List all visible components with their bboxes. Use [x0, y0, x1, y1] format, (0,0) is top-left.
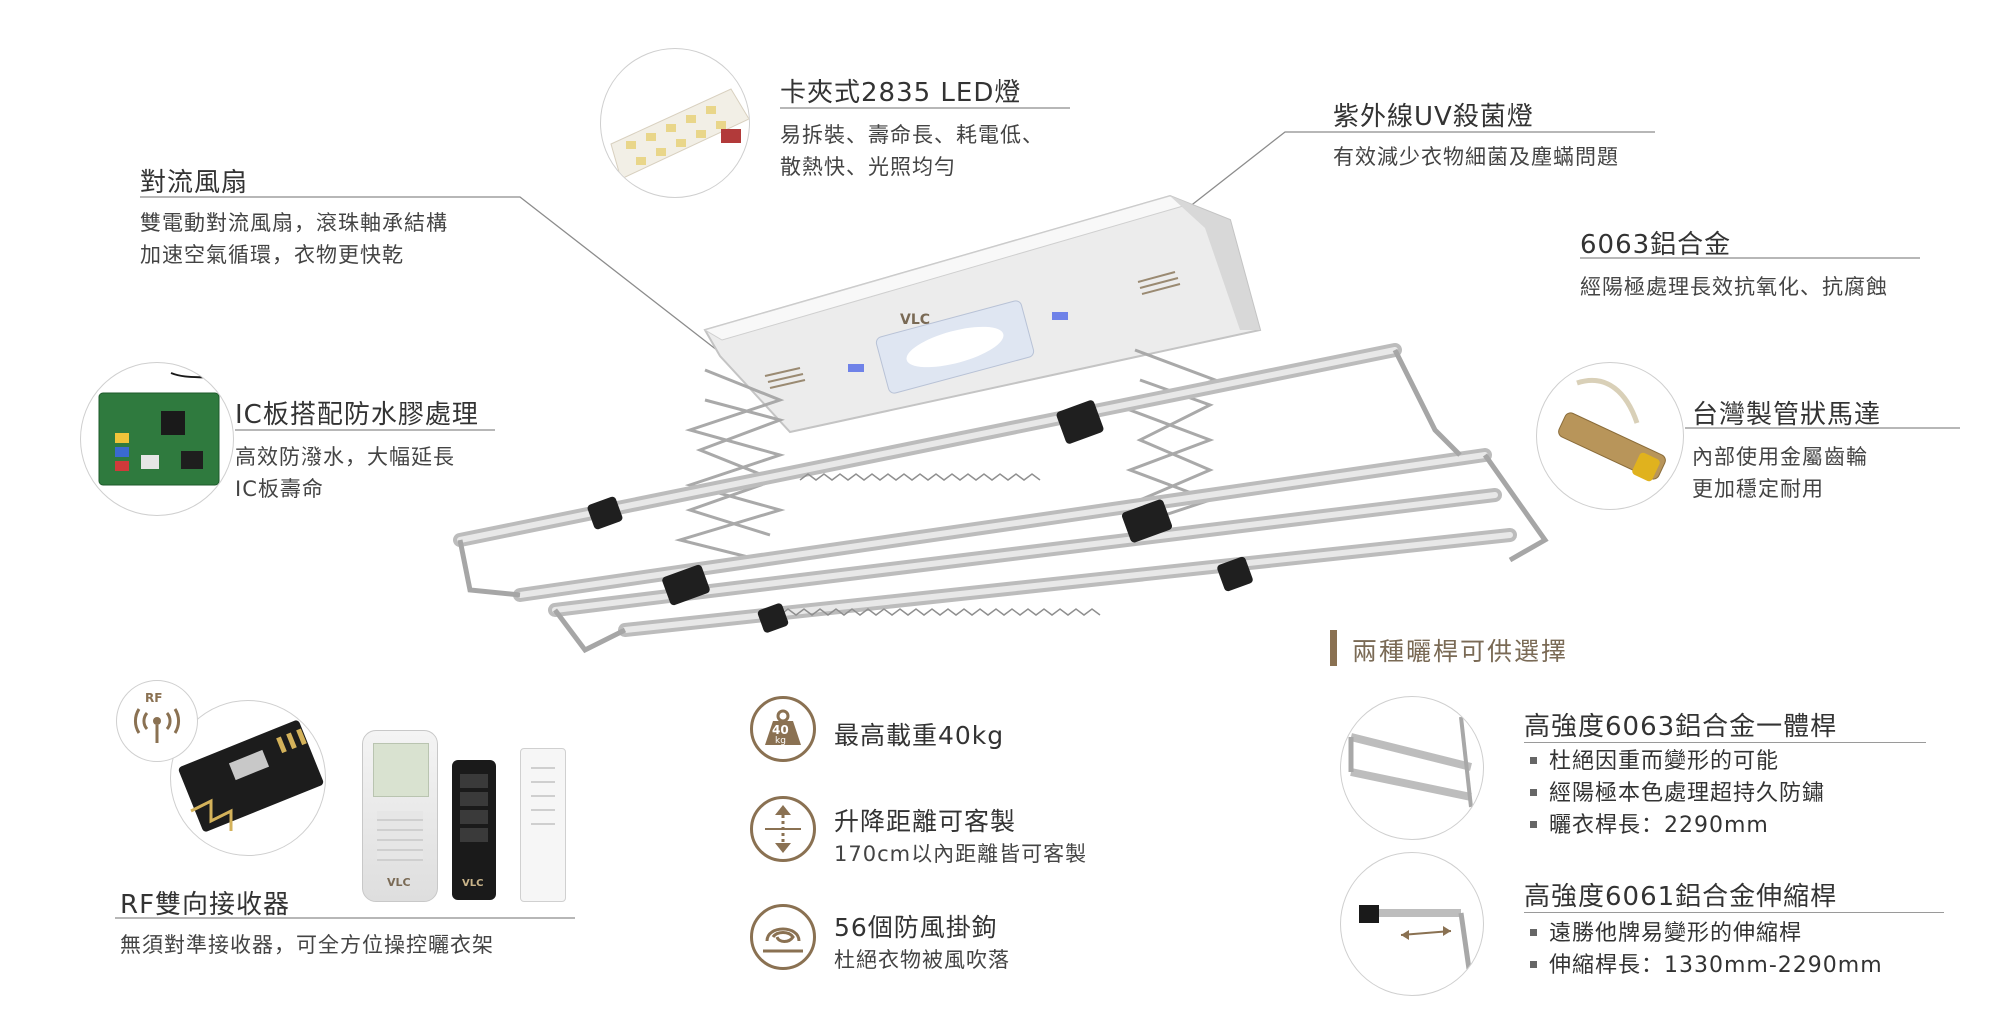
- ic-board-circle: [80, 362, 234, 516]
- rf-badge: RF: [116, 680, 198, 762]
- unit-brand-text: VLC: [900, 312, 930, 328]
- feature-hook-title: 56個防風掛鉤: [834, 913, 998, 942]
- weight-icon: 40 kg: [750, 696, 816, 762]
- rod-section-heading: 兩種曬桿可供選擇: [1352, 637, 1569, 666]
- rod-option1-bullets: 杜絕因重而變形的可能 經陽極本色處理超持久防鏽 曬衣桿長：2290mm: [1530, 746, 1825, 842]
- led-title: 卡夾式2835 LED燈: [780, 78, 1022, 108]
- wireless-signal-icon: [134, 708, 180, 743]
- rod-option1-title: 高強度6063鋁合金一體桿: [1524, 712, 1838, 742]
- weight-icon-value: 40: [772, 723, 789, 737]
- rod-frame-ends: [457, 348, 1549, 654]
- alloy-desc: 經陽極處理長效抗氧化、抗腐蝕: [1580, 275, 1888, 299]
- fan-leader-line: [140, 196, 741, 369]
- remote-control-black: VLC: [452, 760, 496, 900]
- rod-option1-bullet: 經陽極本色處理超持久防鏽: [1530, 778, 1825, 810]
- rod-option2-bullets: 遠勝他牌易變形的伸縮桿 伸縮桿長：1330mm-2290mm: [1530, 918, 1883, 982]
- rod-option2-circle: [1340, 852, 1484, 996]
- led-board-image: [610, 88, 749, 180]
- rod-option1-rule: [1524, 742, 1926, 743]
- rf-badge-label: RF: [145, 691, 163, 705]
- fan-desc-line2: 加速空氣循環，衣物更快乾: [140, 243, 404, 267]
- feature-lift-desc: 170cm以內距離皆可客製: [834, 842, 1088, 866]
- rod-option1-circle: [1340, 696, 1484, 840]
- rf-desc: 無須對準接收器，可全方位操控曬衣架: [120, 933, 494, 957]
- rod-option2-bullet: 伸縮桿長：1330mm-2290mm: [1530, 950, 1883, 982]
- weight-icon-unit: kg: [775, 736, 786, 746]
- remote-control-slim: [520, 748, 566, 902]
- drying-rods: [453, 343, 1517, 637]
- feature-lift-title: 升降距離可客製: [834, 807, 1017, 836]
- ic-desc-line2: IC板壽命: [235, 477, 324, 501]
- remote-slim-buttons: [531, 767, 555, 827]
- remote-buttons: [377, 811, 423, 861]
- remote-brand-logo: VLC: [387, 876, 411, 889]
- led-desc-line1: 易拆裝、壽命長、耗電低、: [780, 123, 1044, 147]
- rf-receiver-image: [178, 720, 324, 832]
- ceiling-unit: [703, 194, 1262, 434]
- uv-title: 紫外線UV殺菌燈: [1333, 102, 1534, 132]
- tubular-motor-image: [1558, 377, 1666, 482]
- ic-title: IC板搭配防水膠處理: [235, 400, 479, 430]
- section-accent-bar: [1330, 630, 1337, 666]
- led-desc-line2: 散熱快、光照均勻: [780, 155, 956, 179]
- rod-option2-rule: [1524, 912, 1944, 913]
- remote-lcd-screen: [373, 743, 429, 797]
- ic-desc-line1: 高效防潑水，大幅延長: [235, 445, 455, 469]
- motor-desc-line2: 更加穩定耐用: [1692, 477, 1824, 501]
- motor-circle: [1536, 362, 1684, 510]
- led-board-circle: [600, 48, 750, 198]
- lift-distance-icon: [750, 796, 816, 862]
- windproof-hook-icon: [750, 904, 816, 970]
- rod-option2-title: 高強度6061鋁合金伸縮桿: [1524, 882, 1838, 912]
- motor-desc-line1: 內部使用金屬齒輪: [1692, 445, 1868, 469]
- alloy-title: 6063鋁合金: [1580, 230, 1732, 260]
- rf-title: RF雙向接收器: [120, 890, 291, 920]
- remote-black-logo: VLC: [462, 878, 484, 889]
- motor-title: 台灣製管狀馬達: [1692, 400, 1882, 430]
- rod-option1-bullet: 杜絕因重而變形的可能: [1530, 746, 1825, 778]
- ic-board-image: [98, 372, 232, 486]
- remote-black-buttons: [460, 774, 488, 844]
- rod-option2-bullet: 遠勝他牌易變形的伸縮桿: [1530, 918, 1883, 950]
- fan-desc-line1: 雙電動對流風扇，滾珠軸承結構: [140, 211, 448, 235]
- solid-rod-image: [1348, 716, 1473, 808]
- rod-option1-bullet: 曬衣桿長：2290mm: [1530, 810, 1825, 842]
- joint-blocks: [587, 400, 1253, 633]
- fan-title: 對流風扇: [140, 168, 249, 198]
- hooks-lower: [779, 608, 1101, 616]
- feature-load-title: 最高載重40kg: [834, 721, 1005, 750]
- uv-desc: 有效減少衣物細菌及塵蟎問題: [1333, 145, 1619, 169]
- remote-control-large: VLC: [362, 730, 438, 902]
- hooks: [799, 473, 1041, 481]
- feature-hook-desc: 杜絕衣物被風吹落: [834, 948, 1010, 972]
- telescopic-rod-image: [1359, 905, 1474, 984]
